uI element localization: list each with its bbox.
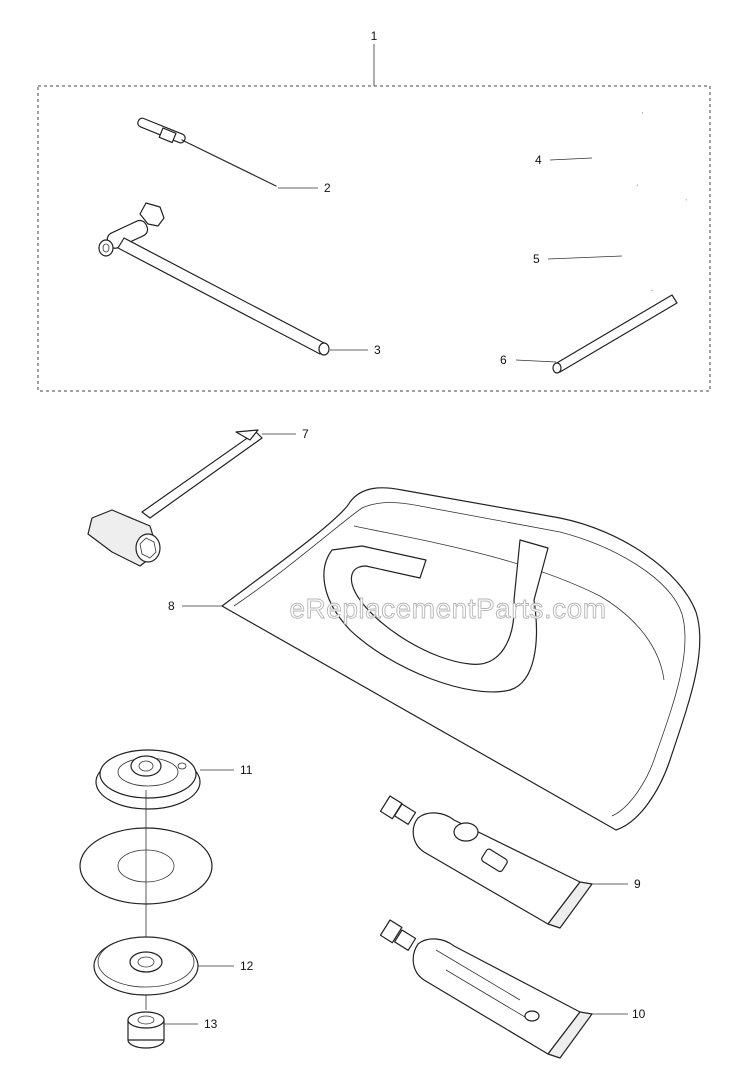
callout-5: 5	[533, 252, 540, 266]
callout-1: 1	[371, 29, 378, 43]
part-9-grease-tube	[379, 795, 593, 929]
part-2-screwdriver	[137, 117, 277, 187]
callout-5-leader	[547, 255, 623, 260]
callout-7: 7	[302, 427, 309, 441]
callout-4: 4	[535, 153, 542, 167]
callout-11: 11	[240, 763, 253, 777]
callout-6: 6	[500, 353, 507, 367]
part-11-drive-disc	[95, 749, 201, 810]
part-7-spanner	[87, 429, 263, 567]
callout-12: 12	[240, 959, 254, 973]
callout-10: 10	[632, 1007, 646, 1021]
callout-13: 13	[204, 1017, 218, 1031]
part-6-pin	[552, 294, 678, 374]
part-4-hex-key	[590, 111, 644, 187]
part-3-spanner	[98, 202, 330, 356]
part-12-support-cup	[93, 936, 199, 996]
part-10-grease-tube	[379, 919, 593, 1059]
part-13-nut	[127, 1011, 165, 1049]
callout-6-leader	[515, 359, 557, 363]
callout-9: 9	[634, 877, 641, 891]
callout-4-leader	[549, 157, 593, 161]
part-8-tool-bag	[221, 487, 701, 831]
callout-3: 3	[374, 343, 381, 357]
part-5-hex-key	[617, 198, 688, 292]
callout-8: 8	[168, 599, 175, 613]
callout-2: 2	[324, 181, 331, 195]
watermark-text: eReplacementParts.com	[289, 593, 606, 624]
kit-group: 1	[37, 29, 711, 392]
